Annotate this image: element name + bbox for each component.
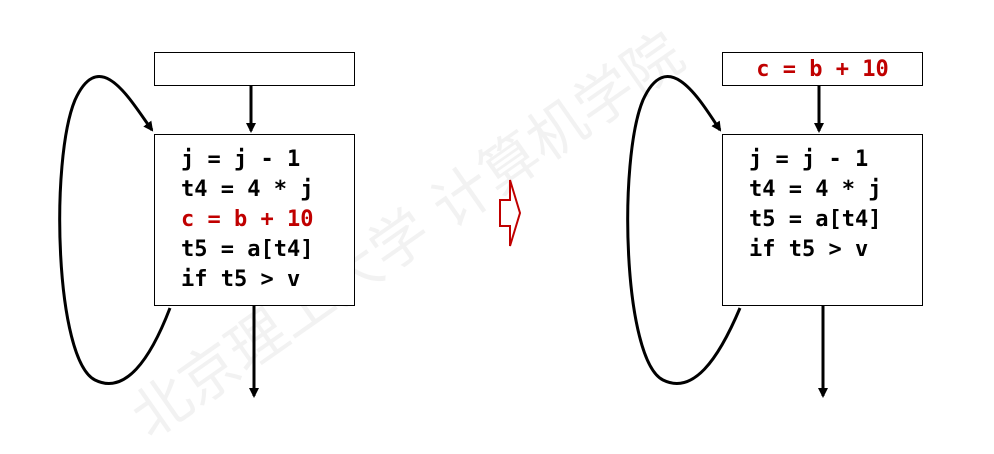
right-code-line: if t5 > v	[749, 237, 869, 262]
left-code-list: j = j - 1 t4 = 4 * j c = b + 10 t5 = a[t4] i…	[181, 145, 313, 295]
right-code-line: t5 = a[t4]	[749, 207, 882, 232]
transform-arrow-icon	[499, 179, 522, 247]
right-preheader-box: c = b + 10	[722, 52, 923, 86]
left-code-line: j = j - 1	[181, 147, 301, 172]
left-code-line: t5 = a[t4]	[181, 237, 314, 262]
right-code-line: j = j - 1	[749, 147, 869, 172]
left-preheader-box	[154, 52, 355, 86]
left-code-line: if t5 > v	[181, 267, 301, 292]
left-code-line: c = b + 10	[181, 207, 314, 232]
right-preheader-text: c = b + 10	[756, 56, 889, 82]
left-loop-body-block: j = j - 1 t4 = 4 * j c = b + 10 t5 = a[t4] i…	[154, 134, 355, 306]
left-code-line: t4 = 4 * j	[181, 177, 314, 202]
right-loop-body-block: j = j - 1 t4 = 4 * j t5 = a[t4] if t5 > v	[722, 134, 923, 306]
right-code-line: t4 = 4 * j	[749, 177, 882, 202]
right-code-list: j = j - 1 t4 = 4 * j t5 = a[t4] if t5 > v	[749, 145, 881, 265]
